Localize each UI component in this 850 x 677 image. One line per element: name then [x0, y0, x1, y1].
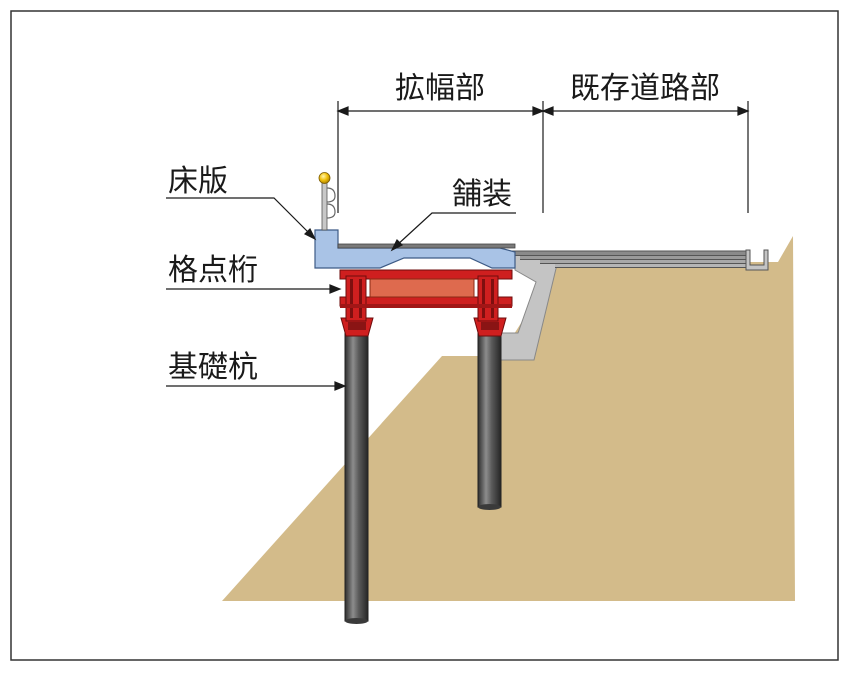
- leader-lines: [166, 197, 516, 391]
- label-pavement: 舗装: [452, 177, 512, 212]
- deck-slab: [314, 229, 516, 269]
- label-slab: 床版: [168, 164, 228, 199]
- frame-border: [10, 10, 839, 661]
- lattice-girder: [339, 269, 513, 322]
- dimension-lines: [336, 101, 750, 213]
- label-widened-section: 拡幅部: [395, 71, 485, 106]
- pavement-layer: [337, 243, 516, 249]
- label-pile: 基礎杭: [168, 350, 258, 385]
- label-existing-road: 既存道路部: [570, 71, 720, 106]
- foundation-pile-left: [344, 331, 369, 622]
- side-gutter: [745, 249, 769, 271]
- ground-embankment: [222, 236, 795, 601]
- label-girder: 格点桁: [168, 253, 258, 288]
- existing-road-layers: [500, 250, 748, 268]
- guard-railing: [318, 172, 336, 231]
- foundation-pile-right: [477, 331, 502, 508]
